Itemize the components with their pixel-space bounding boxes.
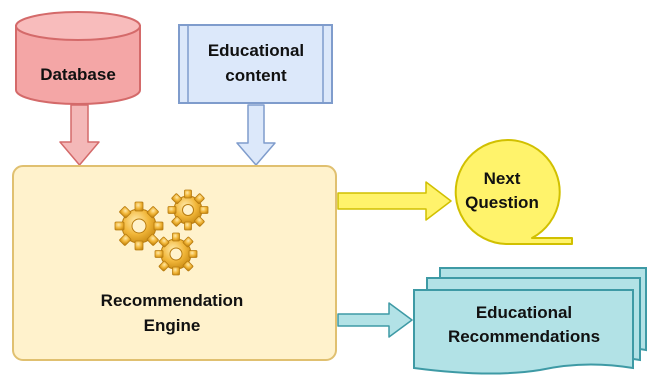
database-label: Database: [40, 65, 116, 84]
educational-content-label-line1: Educational: [208, 41, 304, 60]
gear-large-icon: [114, 201, 164, 251]
gear-bottom-icon: [154, 232, 198, 276]
next-question-shape: [454, 139, 573, 245]
engine-to-recommendations-arrow: [337, 302, 413, 338]
educational-content-label-line2: content: [225, 66, 287, 85]
database-to-engine-arrow: [59, 104, 100, 166]
educational-content-node: Educational content: [178, 24, 333, 104]
gear-top-icon: [167, 189, 209, 231]
content-to-engine-arrow: [236, 104, 276, 166]
database-node: Database: [15, 11, 141, 105]
gears-icon: [114, 189, 209, 276]
next-question-node: Next Question: [454, 139, 573, 245]
next-question-label-line1: Next: [484, 169, 521, 188]
recommendation-engine-node: Recommendation Engine: [12, 165, 337, 361]
educational-content-box: [178, 24, 333, 104]
engine-label-line2: Engine: [144, 316, 201, 335]
educational-recommendations-node: Educational Recommendations: [413, 267, 647, 375]
engine-label-line1: Recommendation: [101, 291, 244, 310]
recommendations-label-line1: Educational: [476, 303, 572, 322]
engine-to-question-arrow: [337, 181, 452, 221]
database-cylinder-shape: [15, 25, 141, 105]
database-cylinder-top: [15, 11, 141, 41]
recommendations-label-line2: Recommendations: [448, 327, 600, 346]
next-question-label-line2: Question: [465, 193, 539, 212]
recommendations-doc-front: [413, 289, 634, 375]
